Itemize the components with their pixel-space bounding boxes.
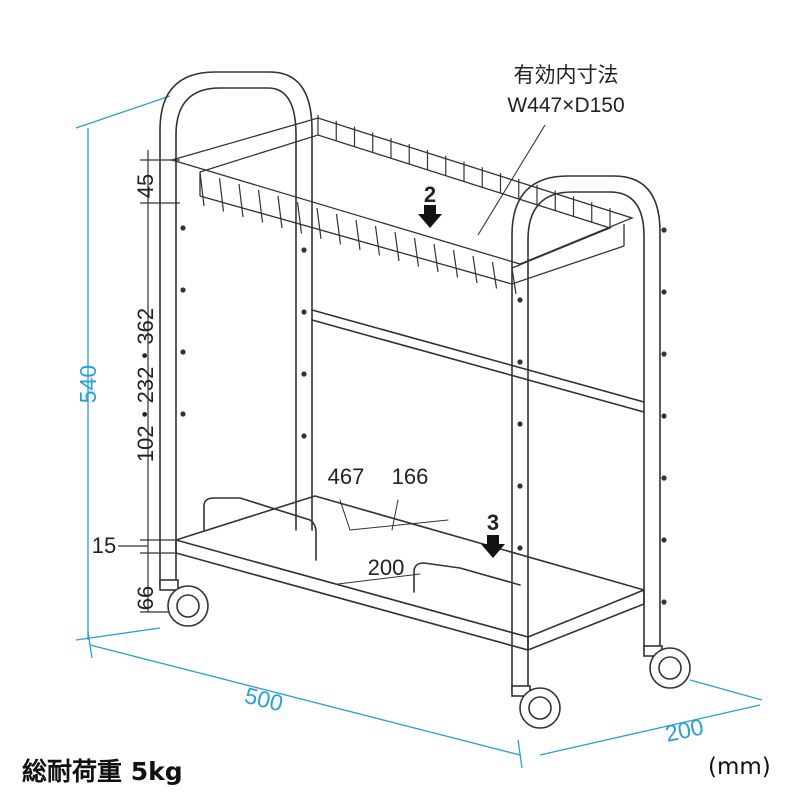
frame-hole: [180, 287, 186, 293]
basket-wire: [277, 195, 283, 229]
frame-hole: [661, 475, 667, 481]
frame-hole: [517, 359, 523, 365]
dimension-lines: [75, 95, 763, 769]
frame-hole: [180, 411, 186, 417]
frame-hole: [517, 483, 523, 489]
frame-hole: [661, 351, 667, 357]
basket-wire: [199, 171, 205, 207]
total-height-label: 540: [75, 365, 101, 403]
basket-wires: [199, 115, 611, 295]
middle-section-label: 102・232・362: [133, 308, 158, 462]
basket-wire: [452, 249, 459, 278]
frame-hole: [661, 537, 667, 543]
basket-wire: [374, 225, 381, 256]
basket-wire: [335, 213, 342, 245]
basket-wire: [511, 267, 517, 295]
basket-wire: [472, 255, 478, 284]
callout-arrows: [418, 205, 505, 558]
callout-number-top: 2: [424, 182, 436, 207]
frame-holes: [180, 225, 667, 605]
callout-leaders: [477, 124, 546, 236]
basket-wire: [394, 231, 400, 262]
casters: [159, 579, 691, 729]
arrow-down-icon: [418, 205, 442, 228]
frame-hole: [517, 545, 523, 551]
cart-frame: [159, 71, 661, 691]
shelf-thickness-label: 15: [92, 533, 116, 558]
frame-hole: [301, 371, 307, 377]
caster-height-label: 66: [133, 586, 158, 610]
inner-size-value: W447×D150: [507, 94, 624, 117]
frame-hole: [301, 309, 307, 315]
frame-hole: [661, 413, 667, 419]
frame-hole: [517, 421, 523, 427]
caster-back-left: [159, 579, 209, 627]
basket-wire: [257, 189, 264, 223]
frame-hole: [661, 227, 667, 233]
rail-spacing-label: 200: [368, 555, 405, 580]
total-load-caption: 総耐荷重 5kg: [22, 757, 183, 786]
frame-hole: [180, 225, 186, 231]
depth-label: 200: [663, 713, 706, 746]
caster-back-right: [643, 645, 691, 689]
frame-hole: [661, 599, 667, 605]
basket-wire: [433, 243, 439, 273]
frame-hole: [517, 297, 523, 303]
callout-number-bottom: 3: [487, 510, 499, 535]
frame-hole: [180, 349, 186, 355]
inner-size-label: 有効内寸法: [514, 64, 619, 87]
basket-wire: [413, 237, 420, 267]
caster-front: [511, 685, 561, 729]
unit-caption: (mm): [708, 754, 771, 780]
basket-wire: [355, 219, 361, 251]
frame-hole: [301, 247, 307, 253]
frame-hole: [301, 433, 307, 439]
shelf-depth-label: 166: [392, 464, 429, 489]
width-label: 500: [242, 682, 286, 717]
basket-wire: [238, 183, 244, 218]
basket-wire: [491, 261, 498, 289]
basket-wire: [218, 177, 225, 212]
basket-wire: [316, 207, 322, 240]
top-section-label: 45: [133, 174, 158, 198]
frame-hole: [661, 289, 667, 295]
basket-wire: [296, 201, 303, 234]
shelf-width-label: 467: [328, 464, 365, 489]
arrow-down-icon: [481, 535, 505, 558]
